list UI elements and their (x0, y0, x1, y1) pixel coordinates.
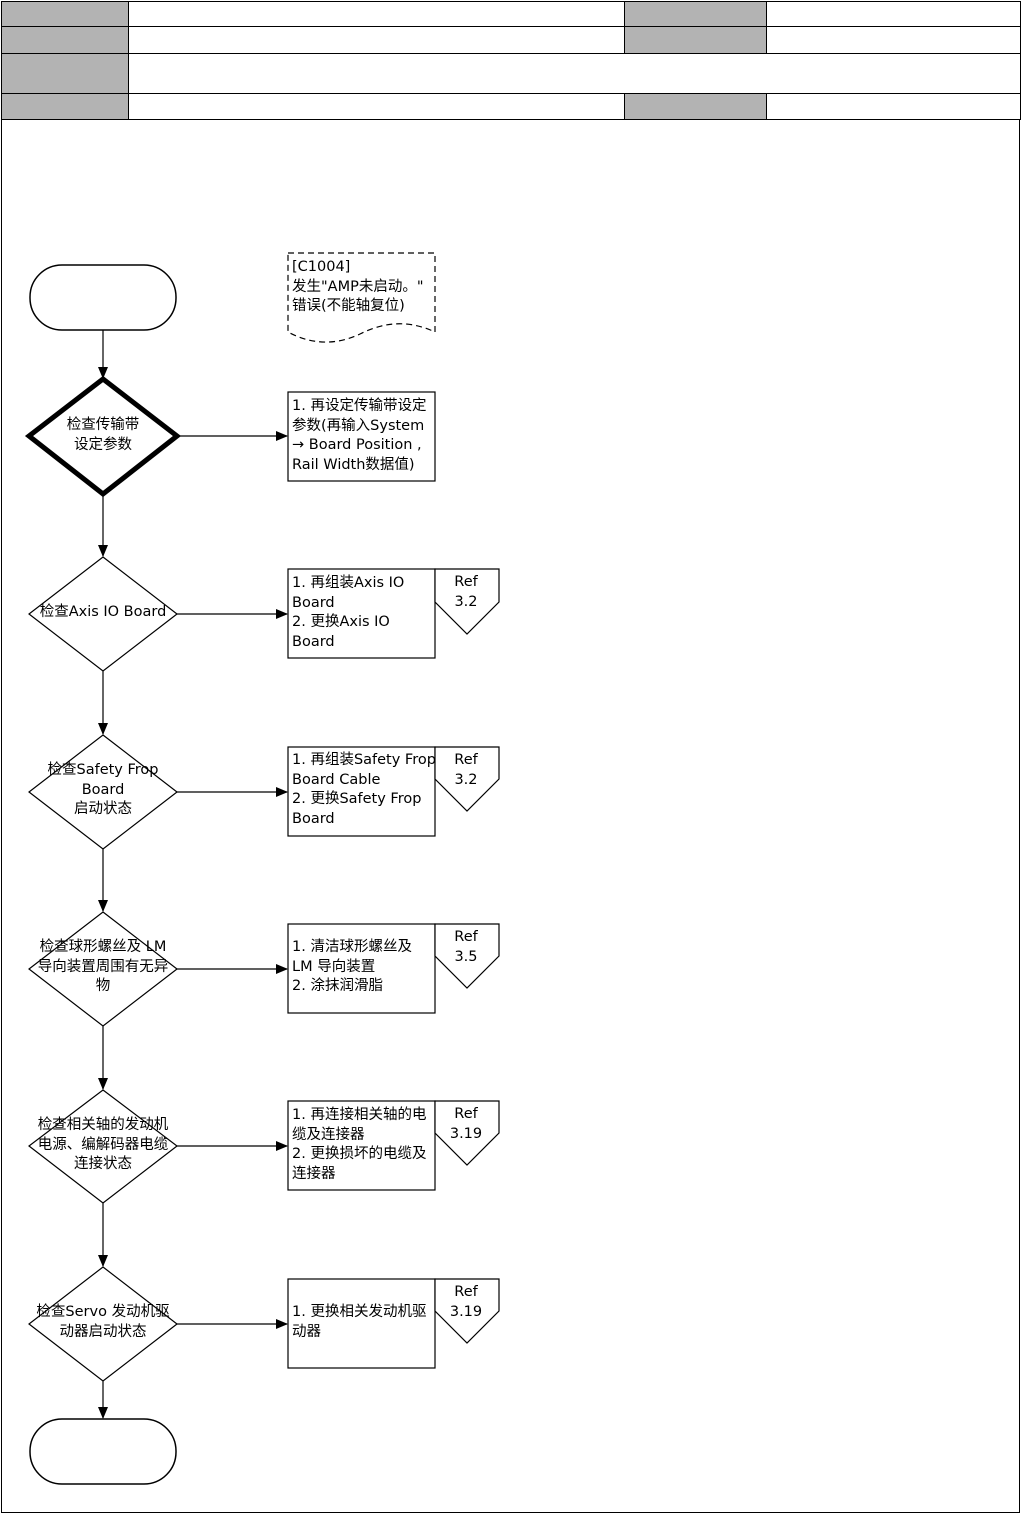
decision-line: 动器启动状态 (59, 1323, 147, 1340)
action-line: Board (292, 594, 335, 611)
action-line: 2. 更换Safety Frop (292, 791, 422, 807)
action-box (287, 746, 436, 837)
decision-diamond (24, 375, 182, 498)
header-label-cell (624, 93, 767, 120)
error-note-text: [C1004] 发生"AMP未启动。" 错误(不能轴复位) (292, 258, 424, 317)
decision-text: 检查Axis IO Board (40, 603, 167, 623)
action-box (287, 1100, 436, 1191)
action-box (287, 391, 436, 482)
decision-diamond (28, 911, 178, 1027)
action-text: 1. 再组装Safety Frop Board Cable 2. 更换Safet… (292, 751, 436, 829)
action-line: Board Cable (292, 771, 381, 788)
decision-line: 检查Axis IO Board (39, 604, 167, 620)
ref-value: 3.5 (454, 948, 478, 965)
ref-marker (434, 1100, 500, 1166)
action-line: 连接器 (292, 1165, 336, 1182)
error-note-line: 错误(不能轴复位) (292, 298, 405, 314)
ref-marker (434, 746, 500, 812)
action-line: 1. 更换相关发动机驱 (292, 1304, 427, 1320)
ref-text: Ref 3.19 (450, 1105, 482, 1144)
ref-value: 3.2 (454, 593, 478, 610)
action-line: 2. 更换损坏的电缆及 (292, 1146, 427, 1162)
decision-line: 检查传输带 (66, 417, 140, 433)
ref-text: Ref 3.2 (454, 573, 477, 612)
action-line: LM 导向装置 (292, 958, 376, 975)
action-line: 缆及连接器 (292, 1126, 365, 1143)
decision-line: 导向装置周围有无异 (37, 958, 169, 975)
action-text: 1. 再连接相关轴的电 缆及连接器 2. 更换损坏的电缆及 连接器 (292, 1106, 426, 1184)
decision-diamond (28, 1266, 178, 1382)
ref-value: 3.2 (454, 771, 478, 788)
error-note-line: [C1004] (292, 259, 351, 275)
decision-line: 设定参数 (74, 436, 132, 453)
decision-text: 检查相关轴的发动机 电源、编解码器电缆 连接状态 (38, 1116, 169, 1175)
ref-text: Ref 3.2 (454, 751, 477, 790)
ref-marker (434, 1278, 500, 1344)
ref-label: Ref (454, 1106, 478, 1122)
ref-value: 3.19 (449, 1125, 483, 1142)
action-line: 1. 再组装Safety Frop (292, 752, 436, 768)
decision-diamond (28, 734, 178, 850)
action-line: 参数(再输入System (292, 417, 425, 434)
action-text: 1. 再组装Axis IO Board 2. 更换Axis IO Board (292, 574, 404, 652)
decision-line: 物 (95, 978, 111, 994)
action-box (287, 923, 436, 1014)
action-line: 1. 再连接相关轴的电 (292, 1107, 427, 1123)
decision-line: 检查Servo 发动机驱 (36, 1304, 170, 1320)
action-line: Board (292, 633, 335, 650)
action-line: 2. 涂抹润滑脂 (292, 978, 383, 994)
ref-text: Ref 3.19 (450, 1283, 482, 1322)
action-box (287, 568, 436, 659)
action-line: 1. 再组装Axis IO (292, 575, 405, 591)
header-label-cell (1, 53, 129, 94)
action-text: 1. 再设定传输带设定 参数(再输入System → Board Positio… (292, 397, 426, 475)
decision-diamond (28, 1089, 178, 1204)
header-value-cell (766, 93, 1021, 120)
decision-line: 检查相关轴的发动机 (37, 1117, 169, 1133)
error-note-line: 发生"AMP未启动。" (292, 278, 424, 295)
header-label-cell (1, 93, 129, 120)
action-line: → Board Position , (292, 437, 422, 453)
header-value-cell (128, 1, 625, 27)
ref-label: Ref (454, 929, 478, 945)
action-box (287, 1278, 436, 1369)
ref-label: Ref (454, 752, 478, 768)
header-label-cell (1, 26, 129, 54)
header-value-cell (128, 26, 625, 54)
action-text: 1. 更换相关发动机驱 动器 (292, 1303, 426, 1342)
ref-marker (434, 923, 500, 989)
decision-text: 检查Safety Frop Board 启动状态 (48, 761, 159, 820)
ref-label: Ref (454, 574, 478, 590)
ref-value: 3.19 (449, 1303, 483, 1320)
action-line: Board (292, 810, 335, 827)
start-terminator (29, 264, 177, 331)
error-note-shape (287, 252, 436, 343)
decision-line: 连接状态 (74, 1156, 132, 1172)
action-text: 1. 清洁球形螺丝及 LM 导向装置 2. 涂抹润滑脂 (292, 938, 412, 997)
action-line: 1. 再设定传输带设定 (292, 398, 427, 414)
action-line: 2. 更换Axis IO (292, 614, 390, 630)
decision-line: 检查球形螺丝及 LM (39, 939, 167, 955)
decision-text: 检查Servo 发动机驱 动器启动状态 (36, 1303, 169, 1342)
ref-label: Ref (454, 1284, 478, 1300)
decision-line: 启动状态 (74, 801, 132, 817)
decision-text: 检查球形螺丝及 LM 导向装置周围有无异 物 (38, 938, 169, 997)
end-terminator (29, 1418, 177, 1485)
decision-text: 检查传输带 设定参数 (67, 416, 140, 455)
decision-diamond (28, 556, 178, 672)
decision-line: 电源、编解码器电缆 (37, 1136, 169, 1153)
header-label-cell (624, 26, 767, 54)
ref-marker (434, 568, 500, 635)
action-line: 动器 (292, 1323, 321, 1340)
decision-line: Board (81, 781, 125, 798)
action-line: 1. 清洁球形螺丝及 (292, 939, 412, 955)
header-value-cell (128, 93, 625, 120)
decision-line: 检查Safety Frop (47, 762, 159, 778)
action-line: Rail Width数据值) (292, 456, 415, 473)
header-value-cell (128, 53, 1021, 94)
ref-text: Ref 3.5 (454, 928, 477, 967)
